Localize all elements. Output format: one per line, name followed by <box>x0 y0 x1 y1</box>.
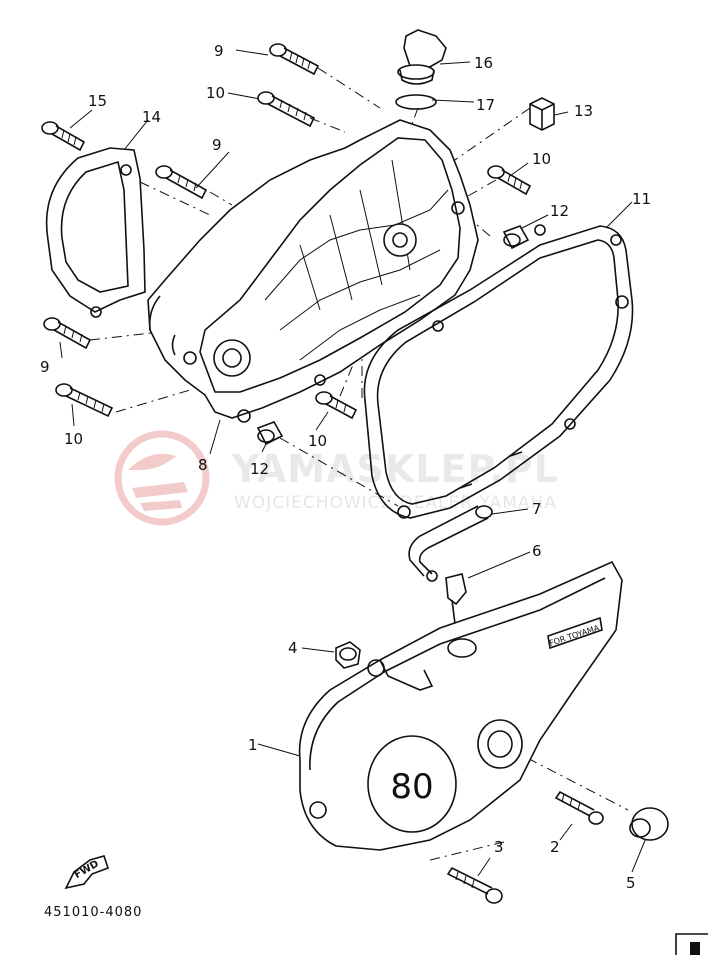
rubber-cap-13 <box>529 97 555 131</box>
label-15: 15 <box>88 92 107 110</box>
label-10-lower: 10 <box>308 432 327 450</box>
label-12-right: 12 <box>550 202 569 220</box>
label-9-left: 9 <box>40 358 50 376</box>
bolt-3 <box>446 866 503 904</box>
watermark-brand: YAMASKLEP.PL <box>231 447 559 491</box>
bolt-9-left <box>43 317 92 350</box>
part-labels: 9 10 15 14 9 9 10 10 8 12 16 17 13 10 12… <box>40 42 651 892</box>
label-10-left: 10 <box>64 430 83 448</box>
bolt-10-top <box>257 91 316 128</box>
breather-hose <box>408 505 493 577</box>
bolt-15 <box>41 121 86 152</box>
label-11: 11 <box>632 190 651 208</box>
label-14: 14 <box>142 108 161 126</box>
label-9-top: 9 <box>214 42 224 60</box>
bolt-10-right <box>487 165 532 196</box>
leader-lines <box>59 49 647 877</box>
side-guard <box>45 147 146 318</box>
bolt-10-left <box>55 383 114 418</box>
label-17: 17 <box>476 96 495 114</box>
cover-badge-text: 80 <box>390 767 433 807</box>
dowel-12-left <box>256 421 284 446</box>
watermark-subtitle: WOJCIECHOWICZ DEALER YAMAHA <box>234 493 557 513</box>
bolts <box>41 43 604 904</box>
diagram-code: 451010-4080 <box>44 905 142 920</box>
label-7: 7 <box>532 500 542 518</box>
dowel-12-right <box>502 225 530 250</box>
grommet <box>335 641 361 669</box>
watermark-logo <box>114 430 210 526</box>
label-16: 16 <box>474 54 493 72</box>
corner-fragment <box>675 933 708 955</box>
watermark: YAMASKLEP.PL WOJCIECHOWICZ DEALER YAMAHA <box>114 430 559 526</box>
o-ring <box>395 94 437 110</box>
crankcase-cap <box>629 807 669 841</box>
label-9-mid: 9 <box>212 136 222 154</box>
bolt-9-top <box>269 43 320 76</box>
inner-crankcase-cover <box>147 119 479 423</box>
gasket <box>363 224 634 519</box>
label-5: 5 <box>626 874 636 892</box>
label-10-top: 10 <box>206 84 225 102</box>
crankcase-cover: 80 FOR TOYAMA <box>298 560 623 851</box>
corner-mark <box>690 942 700 955</box>
label-8: 8 <box>198 456 208 474</box>
fwd-arrow-icon: FWD <box>64 855 110 890</box>
oil-filler-cap <box>397 29 447 85</box>
label-4: 4 <box>288 639 298 657</box>
label-10-right: 10 <box>532 150 551 168</box>
bolt-2 <box>554 790 604 825</box>
bolt-9-mid <box>155 165 208 200</box>
label-2: 2 <box>550 838 560 856</box>
hose-fitting <box>426 570 467 633</box>
label-1: 1 <box>248 736 258 754</box>
label-12-left: 12 <box>250 460 269 478</box>
bolt-10-lower <box>315 391 358 420</box>
label-3: 3 <box>494 838 504 856</box>
label-6: 6 <box>532 542 542 560</box>
label-13: 13 <box>574 102 593 120</box>
